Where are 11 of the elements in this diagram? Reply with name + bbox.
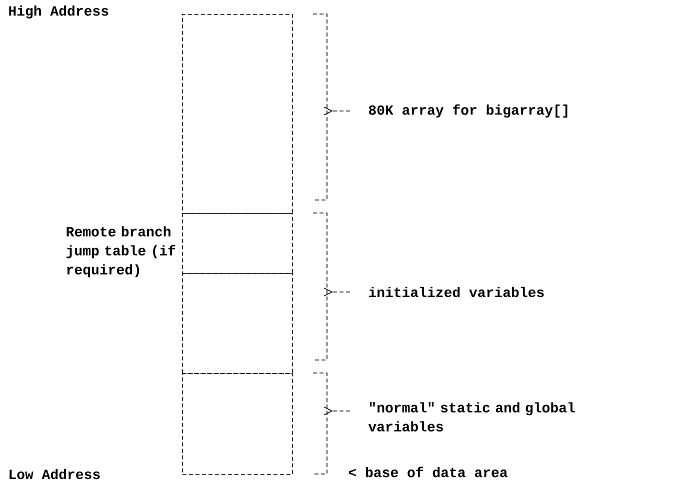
label: initialized variables [369, 286, 544, 298]
label: 80K array for bigarray[] [368, 104, 568, 118]
memory-segment [182, 373, 293, 475]
label: Low Address [10, 468, 100, 480]
memory-segment [182, 14, 293, 214]
memory-segment [182, 213, 293, 274]
segment-label: Remote branch jump table (if required) [66, 226, 176, 278]
label: < base of data area [348, 466, 508, 478]
label: High Address [9, 5, 108, 19]
memory-segment [182, 273, 293, 374]
label: "normal" static and global variables [368, 402, 575, 432]
